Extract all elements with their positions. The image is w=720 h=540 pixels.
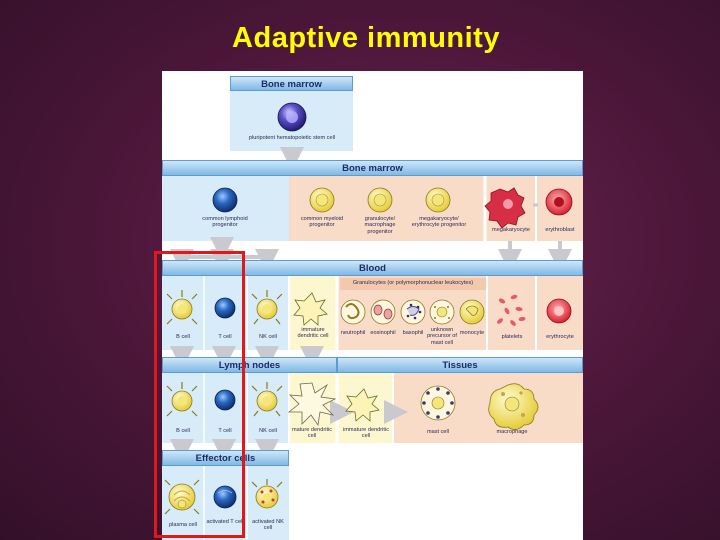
lymph-b-cell-label: B cell: [176, 428, 190, 434]
monocyte-icon: [459, 299, 485, 325]
diagram-artwork: [162, 89, 583, 540]
erythroblast-label: erythroblast: [545, 227, 575, 233]
tissue-immature-dendritic-cell-label: immature dendritic cell: [342, 427, 389, 440]
common-myeloid-progenitor-icon: [309, 187, 335, 213]
unknown-precursor-icon: [429, 299, 455, 325]
erythrocyte-icon: [546, 298, 572, 324]
slide-title: Adaptive immunity: [232, 22, 500, 54]
tissue-immature-dendritic-cell-icon: [345, 388, 380, 422]
blood-nk-cell-label: NK cell: [259, 334, 277, 340]
mature-dendritic-cell-icon: [287, 382, 337, 427]
hematopoiesis-diagram: Bone marrow Bone marrow Blood Lymph node…: [162, 71, 583, 540]
plasma-cell-icon: [164, 479, 200, 515]
effector-cells-band: Effector cells: [162, 450, 289, 466]
platelets-label: platelets: [501, 334, 523, 340]
tissues-band: Tissues: [337, 357, 583, 373]
common-myeloid-progenitor-label: common myeloid progenitor: [300, 216, 344, 229]
blood-t-cell-icon: [214, 297, 236, 319]
macrophage-icon: [488, 383, 539, 430]
erythroblast-icon: [545, 188, 573, 216]
basophil-icon: [400, 299, 426, 325]
basophil-label: basophil: [402, 330, 424, 336]
blood-b-cell-label: B cell: [176, 334, 190, 340]
common-lymphoid-progenitor-label: common lymphoid progenitor: [202, 216, 248, 229]
adaptive-immunity-highlight-box: [154, 251, 245, 538]
blood-nk-cell-icon: [251, 290, 283, 325]
bone-marrow-band: Bone marrow: [162, 160, 583, 176]
granulocytes-caption: Granulocytes (or polymorphonuclear leuko…: [352, 280, 474, 286]
stem-cell-icon: [277, 102, 307, 132]
mature-dendritic-cell-label: mature dendritic cell: [291, 427, 333, 440]
lymph-b-cell-icon: [166, 382, 198, 417]
blood-band: Blood: [162, 260, 583, 276]
neutrophil-icon: [340, 299, 366, 325]
monocyte-label: monocyte: [459, 330, 485, 336]
immature-dendritic-cell-label: immature dendritic cell: [297, 327, 329, 340]
blood-t-cell-label: T cell: [218, 334, 232, 340]
activated-nk-cell-icon: [251, 479, 283, 509]
lymph-t-cell-label: T cell: [218, 428, 232, 434]
plasma-cell-label: plasma cell: [169, 522, 197, 528]
lymph-nk-cell-label: NK cell: [259, 428, 277, 434]
erythrocyte-label: erythrocyte: [546, 334, 574, 340]
granulocyte-macrophage-progenitor-icon: [367, 187, 393, 213]
lymph-nk-cell-icon: [251, 382, 283, 417]
common-lymphoid-progenitor-icon: [212, 187, 238, 213]
activated-t-cell-label: activated T cell: [206, 519, 244, 525]
megakaryocyte-erythrocyte-progenitor-icon: [425, 187, 451, 213]
bone-marrow-top-band: Bone marrow: [230, 76, 353, 91]
megakaryocyte-erythrocyte-progenitor-label: megakaryocyte/ erythrocyte progenitor: [411, 216, 467, 229]
stem-cell-label: pluripotent hematopoietic stem cell: [248, 135, 336, 141]
granulocyte-macrophage-progenitor-label: granulocyte/ macrophage progenitor: [364, 216, 396, 235]
macrophage-label: macrophage: [496, 429, 528, 435]
unknown-precursor-label: unknown precursor of mast cell: [427, 327, 457, 346]
blood-b-cell-icon: [166, 290, 198, 325]
activated-nk-cell-label: activated NK cell: [252, 519, 284, 532]
eosinophil-label: eosinophil: [370, 330, 396, 336]
lymph-t-cell-icon: [214, 389, 236, 411]
activated-t-cell-icon: [213, 485, 237, 509]
eosinophil-icon: [370, 299, 396, 325]
immature-dendritic-cell-icon: [293, 292, 328, 326]
megakaryocyte-label: megakaryocyte: [492, 227, 530, 233]
mast-cell-icon: [420, 385, 456, 421]
neutrophil-label: neutrophil: [340, 330, 366, 336]
platelets-icon: [497, 294, 526, 326]
lymph-nodes-band: Lymph nodes: [162, 357, 337, 373]
mast-cell-label: mast cell: [426, 429, 450, 435]
